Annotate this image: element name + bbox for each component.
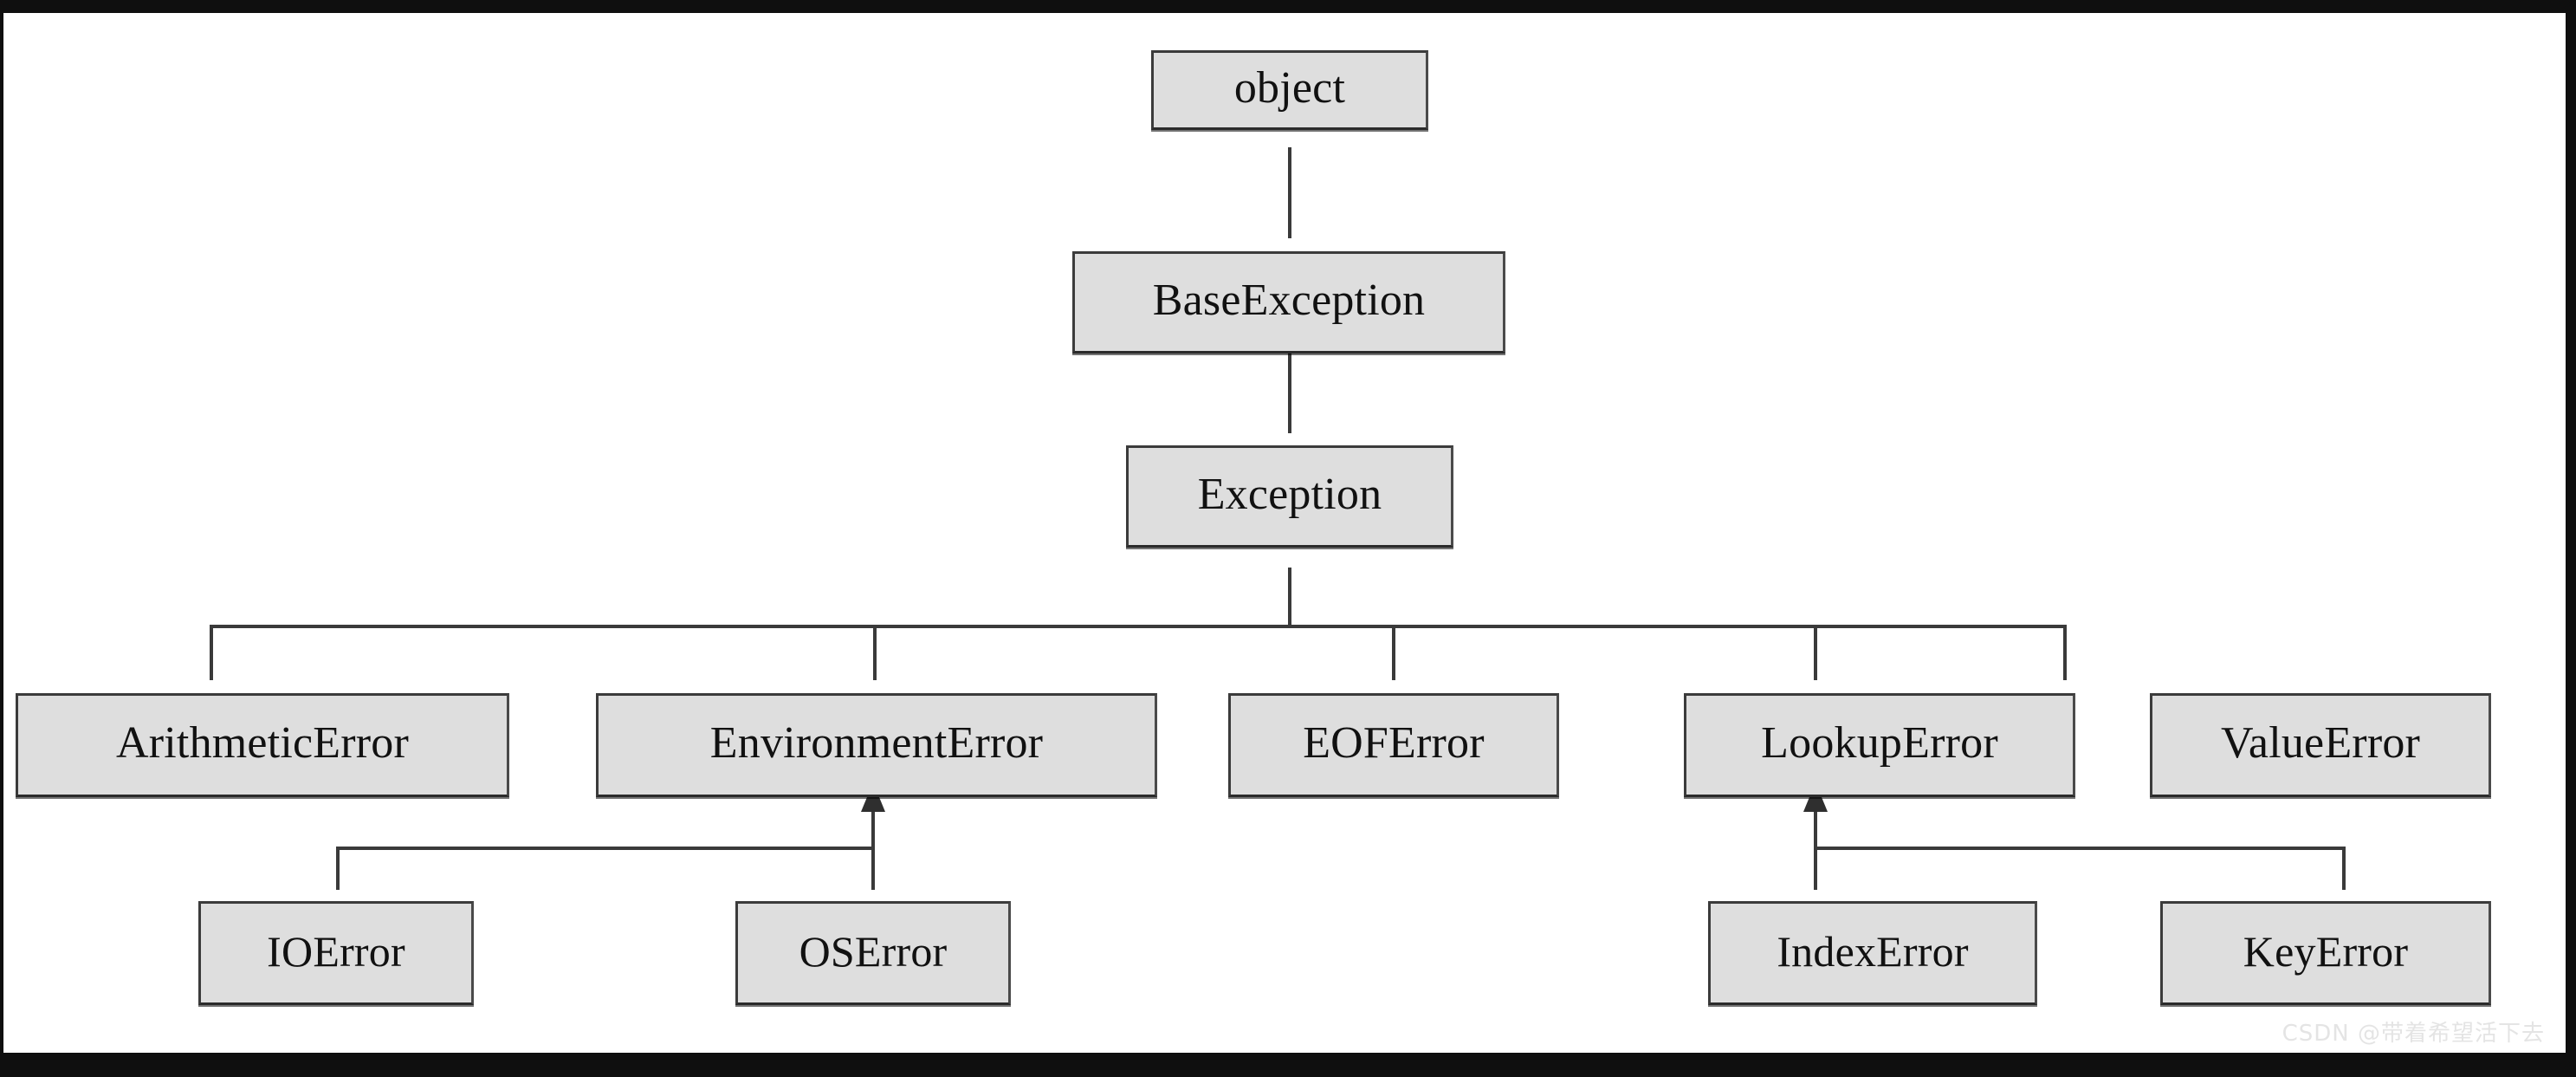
node-valueerror[interactable]: ValueError [2150,693,2491,797]
node-exception-label: Exception [1197,470,1382,519]
node-keyerror[interactable]: KeyError [2160,901,2491,1005]
node-indexerror[interactable]: IndexError [1708,901,2037,1005]
edge-bus-drop-arithmeticerror [210,625,213,680]
node-object[interactable]: object [1151,50,1428,130]
edge-keyerror-stub [2342,847,2346,890]
edge-oserror-stub [871,847,875,890]
node-arithmeticerror[interactable]: ArithmeticError [16,693,509,797]
edge-ioerror-oserror-bus-bar [336,847,875,850]
node-valueerror-label: ValueError [2220,718,2421,768]
node-lookuperror[interactable]: LookupError [1684,693,2075,797]
node-oserror-label: OSError [799,927,948,976]
node-baseexception-label: BaseException [1152,276,1426,325]
edge-environmenterror-riser [871,801,875,850]
edge-level3-bus-bar [210,625,2067,628]
node-environmenterror[interactable]: EnvironmentError [596,693,1157,797]
edge-bus-drop-environmenterror [873,625,877,680]
edge-indexerror-stub [1814,847,1817,890]
node-keyerror-label: KeyError [2243,927,2409,976]
edge-bus-drop-lookuperror [1814,625,1817,680]
node-arithmeticerror-label: ArithmeticError [116,718,409,768]
node-lookuperror-label: LookupError [1761,718,1998,768]
node-ioerror-label: IOError [267,927,405,976]
node-exception[interactable]: Exception [1126,445,1453,548]
node-eoferror[interactable]: EOFError [1228,693,1559,797]
edge-bus-drop-valueerror [2063,625,2067,680]
csdn-watermark: CSDN @带着希望活下去 [2282,1021,2545,1047]
node-object-label: object [1233,63,1346,113]
edge-indexerror-keyerror-bus-bar [1814,847,2346,850]
edge-bus-drop-eoferror [1392,625,1395,680]
edge-ioerror-stub [336,847,340,890]
node-eoferror-label: EOFError [1303,718,1485,768]
edge-lookuperror-riser [1814,801,1817,850]
node-oserror[interactable]: OSError [735,901,1011,1005]
edge-subclasses-to-exception-riser [1288,568,1291,626]
node-environmenterror-label: EnvironmentError [709,718,1044,768]
edge-exception-to-baseexception-stem [1288,338,1291,433]
diagram-canvas: object BaseException Exception Arithmeti… [3,13,2566,1053]
node-ioerror[interactable]: IOError [198,901,474,1005]
edge-baseexception-to-object-stem [1288,147,1291,238]
node-baseexception[interactable]: BaseException [1072,251,1505,354]
node-indexerror-label: IndexError [1777,927,1969,976]
